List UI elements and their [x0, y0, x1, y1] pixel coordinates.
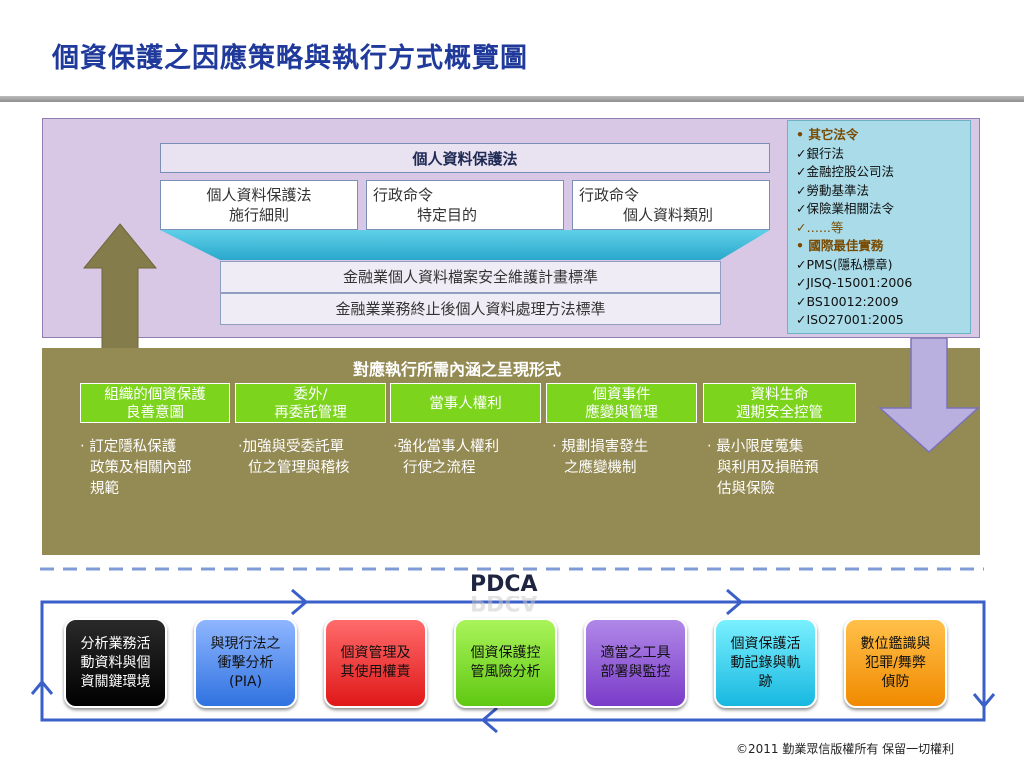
box-line: 當事人權利: [429, 396, 502, 412]
box-line: 個人資料類別: [623, 206, 714, 224]
box-line: 個人資料保護法: [206, 186, 312, 204]
list-item: ✓ISO27001:2005: [796, 312, 904, 327]
box-line: 應變與管理: [585, 405, 658, 421]
list-item: ✓PMS(隱私標章): [796, 256, 893, 272]
box-line: 委外/: [293, 387, 328, 403]
list-item: ✓JISQ-15001:2006: [796, 275, 913, 290]
step-activity-logging: 個資保護活動記錄與軌跡: [714, 618, 817, 708]
list-item: ✓保險業相關法令: [796, 201, 894, 216]
best-practice-heading: • 國際最佳實務: [796, 238, 884, 253]
pdca-label: PDCA PDCA: [470, 572, 560, 622]
step-digital-forensics: 數位鑑識與犯罪/舞弊偵防: [844, 618, 947, 708]
box-line: 再委託管理: [274, 405, 347, 421]
pdca-text: PDCA: [470, 572, 538, 597]
bullet-text: ‧ 訂定隱私保護 政策及相關內部 規範: [80, 439, 192, 497]
lifecycle-control-box: 資料生命 週期安全控管: [703, 383, 856, 423]
down-arrow-icon: [878, 338, 980, 454]
box-line: 行政命令: [579, 186, 640, 204]
list-item: ✓銀行法: [796, 145, 844, 161]
box-line: 週期安全控管: [736, 405, 823, 421]
list-item: ✓勞動基準法: [796, 182, 869, 198]
execution-title: 對應執行所需內涵之呈現形式: [352, 360, 561, 379]
box-line: 資料生命: [750, 387, 809, 403]
other-laws-heading: • 其它法令: [796, 127, 859, 142]
funnel-shape: [160, 230, 770, 260]
list-item: ✓金融控股公司法: [796, 164, 894, 179]
pdca-cycle-loop: [30, 588, 996, 734]
data-category-box: 行政命令 個人資料類別: [572, 180, 770, 230]
bullet-text: ‧ 規劃損害發生 之應變機制: [552, 439, 649, 476]
page-title: 個資保護之因應策略與執行方式概覽圖: [52, 43, 528, 74]
box-line: 施行細則: [228, 206, 289, 224]
box-line: 組織的個資保護: [104, 387, 206, 403]
step-risk-analysis: 個資保護控管風險分析: [454, 618, 557, 708]
specific-purpose-box: 行政命令 特定目的: [366, 180, 564, 230]
privacy-law-title: 個人資料保護法: [160, 143, 770, 173]
execution-panel: [42, 348, 980, 555]
law-enforcement-rules-box: 個人資料保護法 施行細則: [160, 180, 358, 230]
up-arrow-icon: [82, 223, 158, 352]
copyright-footer: ©2011 勤業眾信版權所有 保留一切權利: [736, 742, 955, 756]
step-management-responsibility: 個資管理及其使用權責: [324, 618, 427, 708]
outsourcing-box: 委外/ 再委託管理: [235, 383, 386, 423]
bullet-text: ‧ 最小限度蒐集 與利用及損賠預 估與保險: [707, 439, 819, 497]
box-line: 個資事件: [592, 387, 651, 403]
dashed-divider: [40, 567, 984, 571]
incident-response-box: 個資事件 應變與管理: [546, 383, 697, 423]
step-analyze-business-data: 分析業務活動資料與個資關鍵環境: [64, 618, 167, 708]
pdca-reflection: PDCA: [470, 596, 538, 614]
list-item: ✓…...等: [796, 219, 844, 235]
other-laws-panel: • 其它法令 ✓銀行法 ✓金融控股公司法 ✓勞動基準法 ✓保險業相關法令 ✓….…: [787, 120, 971, 334]
org-intent-box: 組織的個資保護 良善意圖: [80, 383, 230, 423]
step-impact-analysis: 與現行法之衝擊分析(PIA): [194, 618, 297, 708]
bullet-text: ‧強化當事人權利 行使之流程: [393, 439, 500, 476]
step-tool-deployment: 適當之工具部署與監控: [584, 618, 687, 708]
security-plan-standard: 金融業個人資料檔案安全維護計畫標準: [220, 261, 721, 293]
data-subject-rights-box: 當事人權利: [390, 383, 541, 423]
bullet-text: ‧加強與受委託單 位之管理與稽核: [238, 439, 350, 476]
box-line: 行政命令: [373, 186, 434, 204]
box-line: 特定目的: [417, 206, 478, 224]
list-item: ✓BS10012:2009: [796, 293, 899, 309]
title-divider: [0, 96, 1024, 102]
box-line: 良善意圖: [126, 405, 184, 421]
termination-handling-standard: 金融業業務終止後個人資料處理方法標準: [220, 293, 721, 325]
